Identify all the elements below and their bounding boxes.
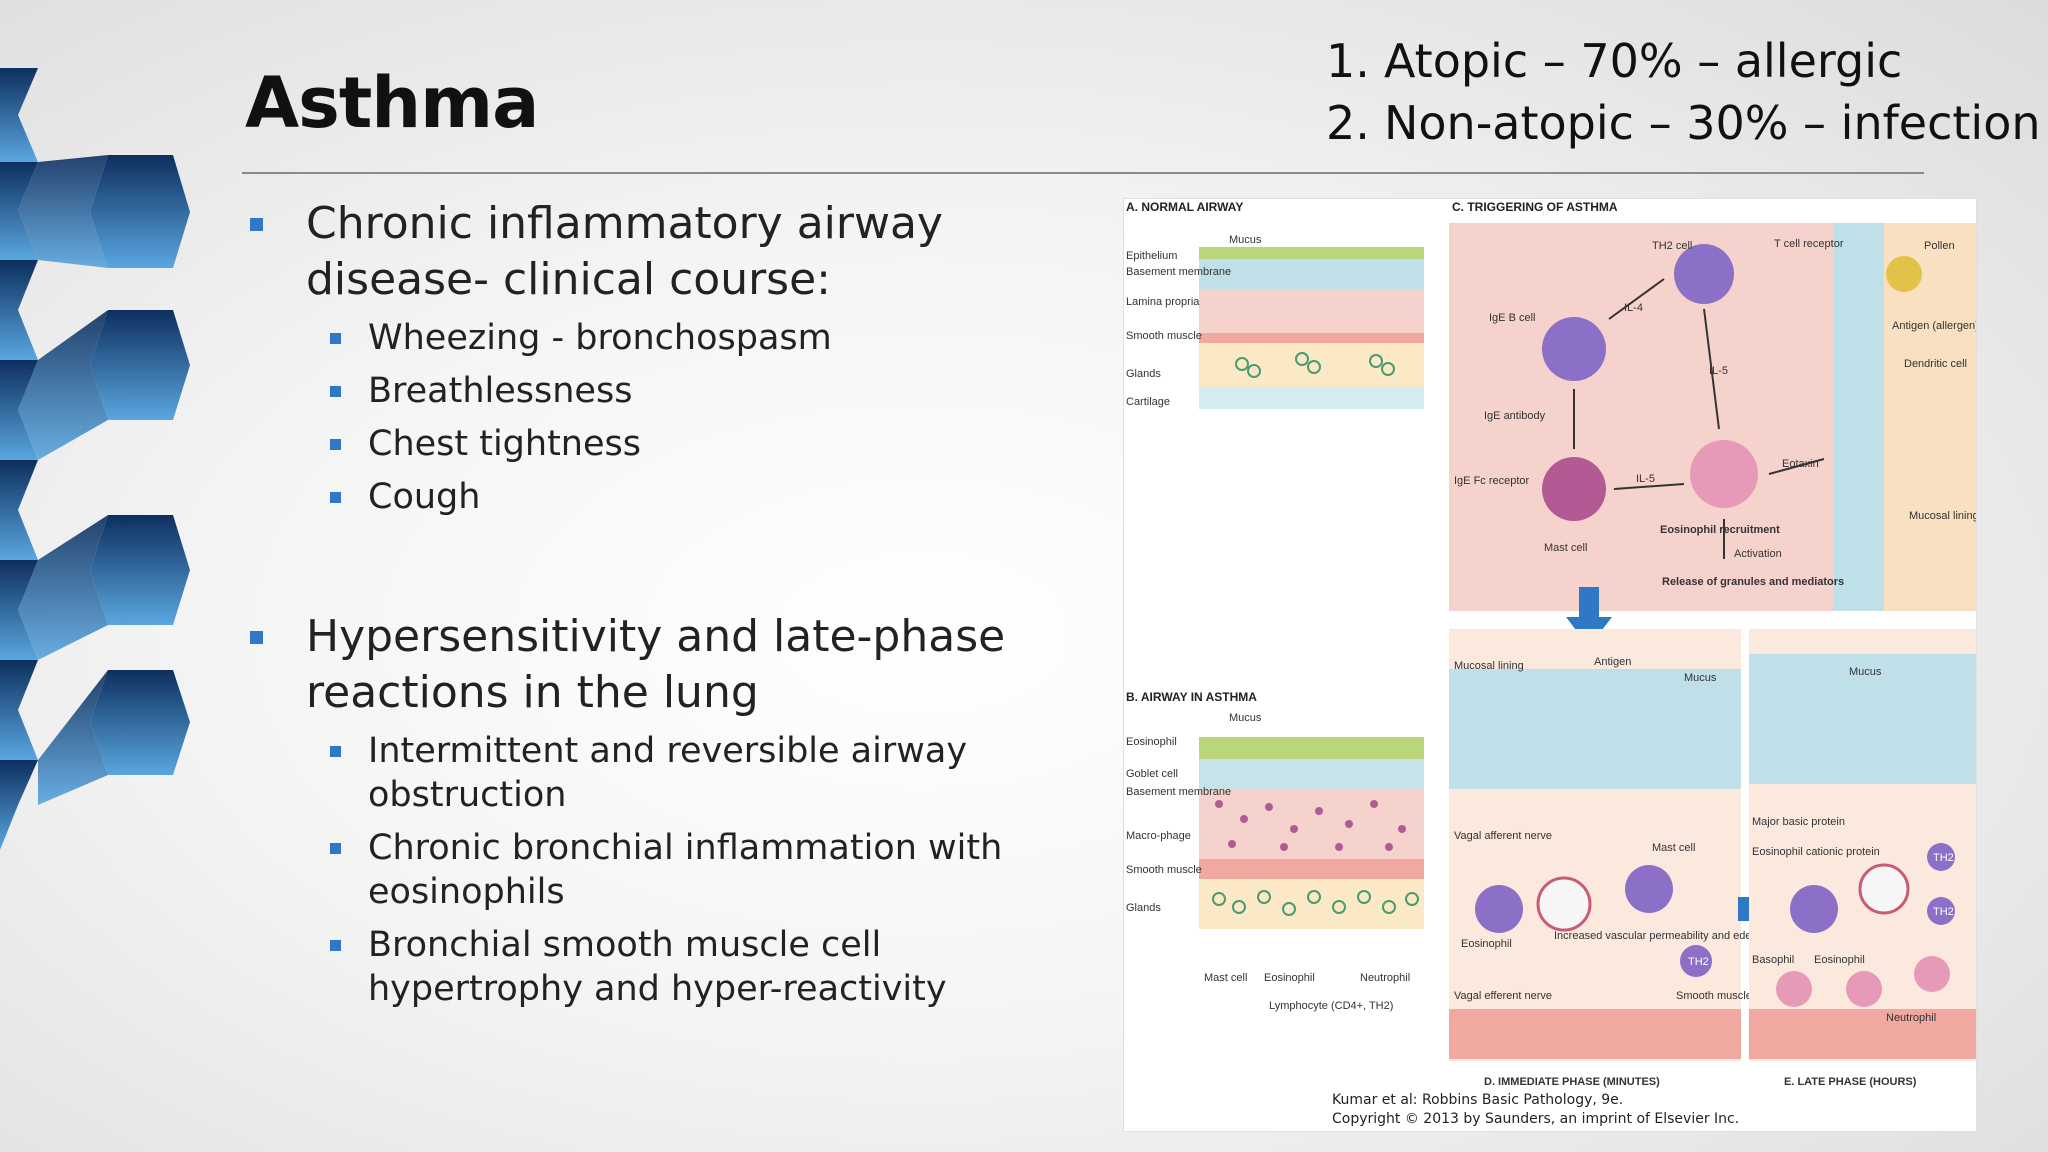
bullet-square-icon	[330, 940, 341, 951]
panel-d-labels: Mucosal lining Antigen Mucus Vagal affer…	[1454, 656, 1768, 1088]
bullet-square-icon	[330, 746, 341, 757]
svg-text:Basophil: Basophil	[1752, 954, 1794, 966]
svg-text:Epithelium: Epithelium	[1126, 250, 1177, 262]
svg-text:Eosinophil recruitment: Eosinophil recruitment	[1660, 524, 1780, 536]
svg-text:Mast cell: Mast cell	[1204, 972, 1247, 984]
panel-a-labels: Mucus Epithelium Basement membrane Lamin…	[1126, 234, 1262, 408]
bullet-square-icon	[330, 843, 341, 854]
svg-text:Mast cell: Mast cell	[1544, 542, 1587, 554]
svg-text:Glands: Glands	[1126, 368, 1161, 380]
bullet-square-icon	[250, 218, 263, 231]
svg-text:Release of granules and mediat: Release of granules and mediators	[1662, 576, 1844, 588]
pathology-illustration: A. NORMAL AIRWAY Mucus Epithelium Baseme…	[1126, 200, 1976, 1088]
panel-b-labels: Mucus Eosinophil Goblet cell Basement me…	[1126, 712, 1410, 1012]
svg-text:T cell receptor: T cell receptor	[1774, 238, 1844, 250]
asthma-type-item: 2.Non-atopic – 30% – infection	[1326, 96, 2041, 150]
bullet-level-1: Hypersensitivity and late-phase reaction…	[246, 609, 1106, 721]
bullet-square-icon	[330, 386, 341, 397]
slide-body: Chronic inflammatory airway disease- cli…	[246, 196, 1106, 1011]
panel-b-title: B. AIRWAY IN ASTHMA	[1126, 690, 1257, 704]
bullet-level-2: Wheezing - bronchospasm	[246, 316, 1106, 360]
asthma-type-item: 1.Atopic – 70% – allergic	[1326, 34, 1903, 88]
svg-text:IgE Fc receptor: IgE Fc receptor	[1454, 475, 1530, 487]
svg-text:Activation: Activation	[1734, 548, 1782, 560]
svg-text:Vagal afferent nerve: Vagal afferent nerve	[1454, 830, 1552, 842]
slide-title: Asthma	[245, 62, 539, 144]
svg-text:Basement membrane: Basement membrane	[1126, 266, 1231, 278]
svg-text:IL-5: IL-5	[1636, 473, 1655, 485]
bullet-level-2: Bronchial smooth muscle cell hypertrophy…	[246, 923, 1106, 1011]
svg-text:E. LATE PHASE (HOURS): E. LATE PHASE (HOURS)	[1784, 1076, 1917, 1088]
bullet-level-2: Cough	[246, 475, 1106, 519]
caption-source: Kumar et al: Robbins Basic Pathology, 9e…	[1332, 1092, 1624, 1108]
svg-text:TH2: TH2	[1688, 956, 1709, 968]
bullet-level-2: Intermittent and reversible airway obstr…	[246, 729, 1106, 817]
svg-text:Glands: Glands	[1126, 902, 1161, 914]
svg-text:Pollen: Pollen	[1924, 240, 1955, 252]
figure-caption: Kumar et al: Robbins Basic Pathology, 9e…	[1332, 1091, 1739, 1129]
svg-text:Mucus: Mucus	[1229, 234, 1262, 246]
svg-text:D. IMMEDIATE PHASE (MINUTES): D. IMMEDIATE PHASE (MINUTES)	[1484, 1076, 1660, 1088]
bullet-level-1: Chronic inflammatory airway disease- cli…	[246, 196, 1106, 308]
title-divider	[242, 172, 1924, 174]
svg-text:Goblet cell: Goblet cell	[1126, 768, 1178, 780]
svg-text:Smooth muscle: Smooth muscle	[1676, 990, 1752, 1002]
panel-c-scene	[1449, 223, 1976, 611]
bullet-square-icon	[250, 631, 263, 644]
bullet-square-icon	[330, 492, 341, 503]
svg-text:Antigen: Antigen	[1594, 656, 1631, 668]
bullet-square-icon	[330, 333, 341, 344]
svg-text:Eosinophil: Eosinophil	[1814, 954, 1865, 966]
svg-text:Mast cell: Mast cell	[1652, 842, 1695, 854]
svg-text:Mucosal lining: Mucosal lining	[1454, 660, 1524, 672]
svg-text:Neutrophil: Neutrophil	[1360, 972, 1410, 984]
panel-a-tissue	[1199, 247, 1424, 409]
bullet-level-2: Breathlessness	[246, 369, 1106, 413]
svg-text:Smooth muscle: Smooth muscle	[1126, 330, 1202, 342]
svg-text:IgE B cell: IgE B cell	[1489, 312, 1535, 324]
panel-c-labels: TH2 cell T cell receptor Pollen IgE B ce…	[1454, 238, 1976, 588]
bullet-level-2: Chest tightness	[246, 422, 1106, 466]
svg-text:Antigen (allergen): Antigen (allergen)	[1892, 320, 1976, 332]
svg-text:TH2: TH2	[1933, 906, 1954, 918]
svg-text:TH2 cell: TH2 cell	[1652, 240, 1692, 252]
svg-text:Eosinophil: Eosinophil	[1264, 972, 1315, 984]
svg-text:Eosinophil: Eosinophil	[1126, 736, 1177, 748]
svg-text:Lamina propria: Lamina propria	[1126, 296, 1200, 308]
svg-text:Vagal efferent nerve: Vagal efferent nerve	[1454, 990, 1552, 1002]
panel-e-labels: Mucus Major basic protein Eosinophil cat…	[1752, 666, 1954, 1088]
asthma-types-list: 1.Atopic – 70% – allergic 2.Non-atopic –…	[1326, 30, 2041, 154]
svg-text:IL-5: IL-5	[1709, 365, 1728, 377]
svg-text:Increased vascular permeabilit: Increased vascular permeability and edem…	[1554, 930, 1768, 942]
caption-copyright: Copyright © 2013 by Saunders, an imprint…	[1332, 1111, 1740, 1127]
svg-text:Lymphocyte (CD4+, TH2): Lymphocyte (CD4+, TH2)	[1269, 1000, 1393, 1012]
svg-text:Macro-phage: Macro-phage	[1126, 830, 1191, 842]
bullet-square-icon	[330, 439, 341, 450]
bullet-level-2: Chronic bronchial inflammation with eosi…	[246, 826, 1106, 914]
hexagon-decoration	[0, 68, 190, 850]
panel-d-scene	[1449, 629, 1741, 1061]
panel-b-tissue	[1199, 737, 1424, 929]
svg-text:Mucus: Mucus	[1684, 672, 1717, 684]
svg-text:Mucus: Mucus	[1849, 666, 1882, 678]
svg-text:IgE antibody: IgE antibody	[1484, 410, 1546, 422]
svg-text:Major basic protein: Major basic protein	[1752, 816, 1845, 828]
svg-text:Mucosal lining: Mucosal lining	[1909, 510, 1976, 522]
panel-c-title: C. TRIGGERING OF ASTHMA	[1452, 200, 1618, 214]
svg-text:Cartilage: Cartilage	[1126, 396, 1170, 408]
asthma-pathology-figure: A. NORMAL AIRWAY Mucus Epithelium Baseme…	[1123, 198, 1977, 1132]
svg-text:Basement membrane: Basement membrane	[1126, 786, 1231, 798]
svg-text:IL-4: IL-4	[1624, 302, 1643, 314]
svg-text:Eosinophil: Eosinophil	[1461, 938, 1512, 950]
svg-text:TH2: TH2	[1933, 852, 1954, 864]
svg-text:Neutrophil: Neutrophil	[1886, 1012, 1936, 1024]
panel-a-title: A. NORMAL AIRWAY	[1126, 200, 1243, 214]
svg-text:Eosinophil cationic protein: Eosinophil cationic protein	[1752, 846, 1880, 858]
svg-text:Smooth muscle: Smooth muscle	[1126, 864, 1202, 876]
svg-text:Eotaxin: Eotaxin	[1782, 458, 1819, 470]
panel-e-scene	[1749, 629, 1976, 1061]
svg-text:Mucus: Mucus	[1229, 712, 1262, 724]
svg-text:Dendritic cell: Dendritic cell	[1904, 358, 1967, 370]
